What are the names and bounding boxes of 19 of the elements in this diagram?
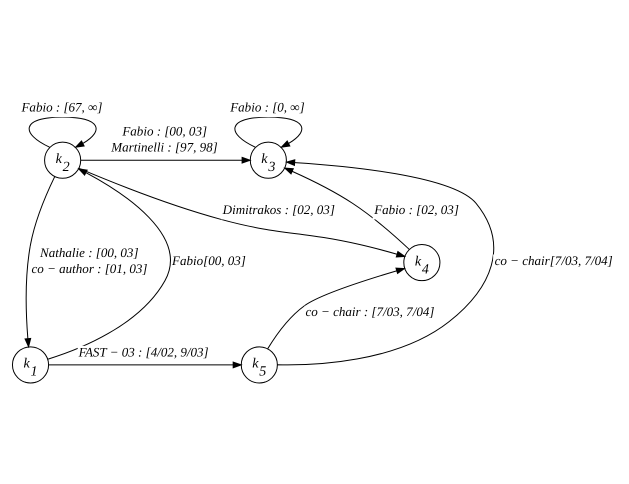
arrow bbox=[24, 176, 56, 348]
arrow bbox=[78, 168, 406, 258]
edge-label: Fabio[00, 03] bbox=[172, 252, 246, 268]
edge-label: FAST − 03 : [4/02, 9/03] bbox=[78, 344, 209, 360]
arrow bbox=[283, 167, 410, 250]
arrow bbox=[28, 116, 97, 148]
arrow bbox=[267, 268, 406, 350]
edge-label: Fabio : [67, ∞] bbox=[21, 99, 102, 114]
arrow bbox=[277, 159, 494, 366]
edge-label: Dimitrakos : [02, 03] bbox=[222, 202, 335, 217]
arrow bbox=[234, 116, 302, 148]
arrow bbox=[48, 361, 243, 368]
edge-label: co − chair : [7/03, 7/04] bbox=[305, 304, 434, 320]
edge-label: co − chair[7/03, 7/04] bbox=[494, 252, 613, 268]
edge-label: Fabio : [02, 03] bbox=[374, 202, 459, 217]
edge-label: Fabio : [00, 03] Martinelli : [97, 98] bbox=[111, 124, 218, 155]
edge-label: Nathalie : [00, 03] co − author : [01, 03] bbox=[32, 244, 148, 276]
arrow bbox=[80, 156, 252, 164]
edge-label: Fabio : [0, ∞] bbox=[230, 99, 305, 114]
